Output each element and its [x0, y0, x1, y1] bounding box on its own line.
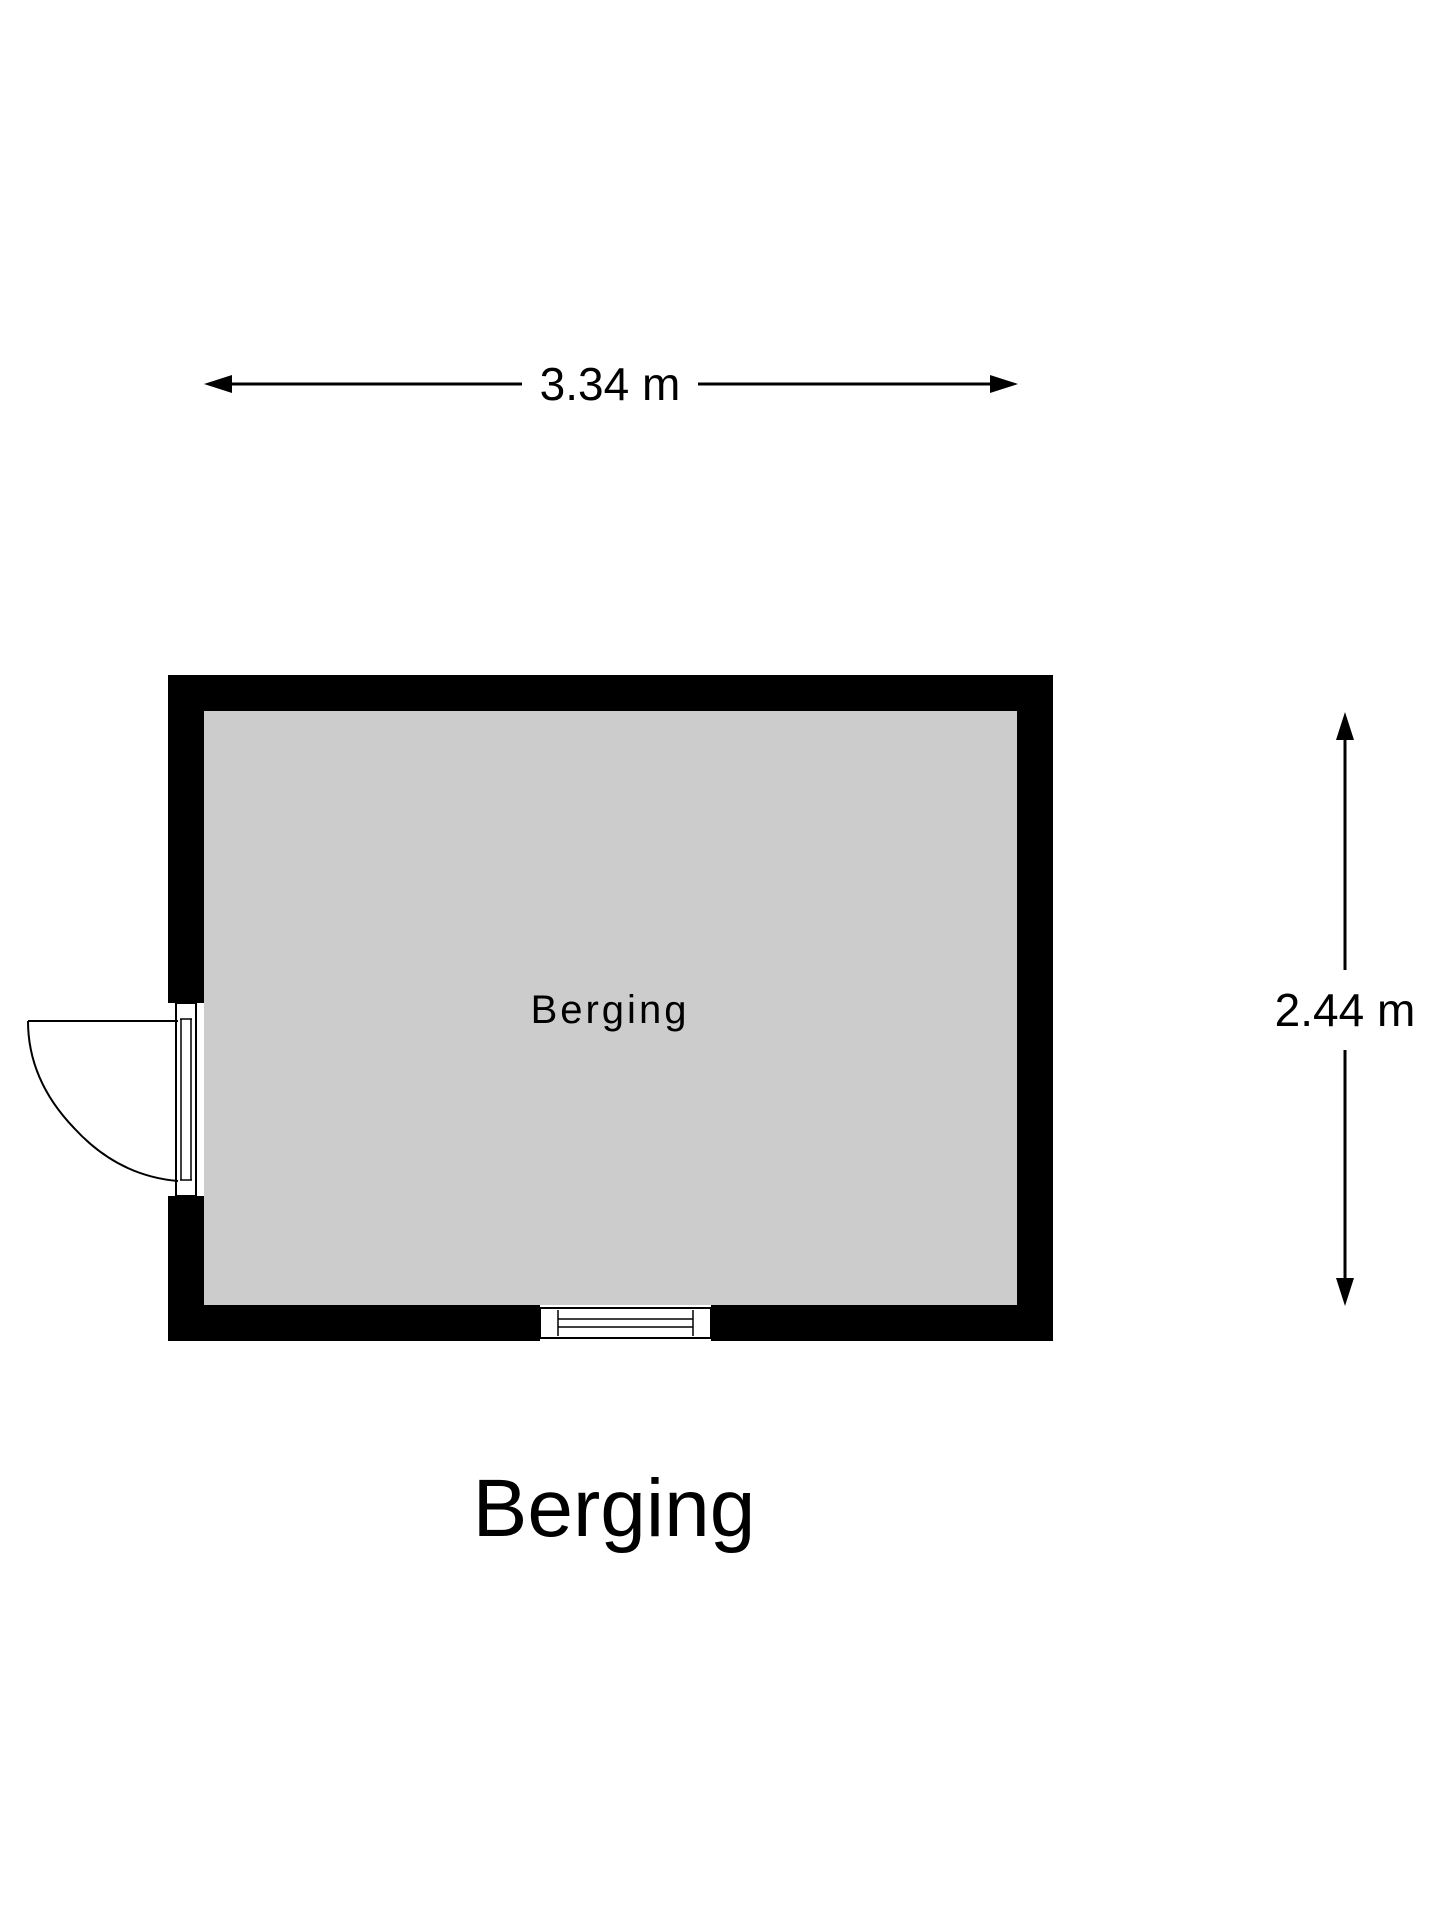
walls: [168, 675, 1053, 1341]
door-swing-icon: [27, 1002, 197, 1197]
width-dimension: 3.34 m: [204, 358, 1018, 410]
plan-title: Berging: [473, 1463, 756, 1554]
height-arrow-up-icon: [1336, 712, 1354, 740]
window-icon: [539, 1307, 712, 1339]
room-label: Berging: [531, 988, 690, 1032]
height-dimension: 2.44 m: [1275, 712, 1416, 1306]
wall-top: [168, 675, 1053, 711]
width-arrow-right-icon: [990, 375, 1018, 393]
door-swing-arc: [27, 1020, 179, 1182]
height-arrow-down-icon: [1336, 1278, 1354, 1306]
window-frame: [539, 1307, 712, 1339]
room-floor: [204, 711, 1017, 1305]
door-frame: [175, 1002, 197, 1197]
wall-bottom-right: [711, 1305, 1053, 1341]
wall-left-upper: [168, 675, 204, 1003]
height-dimension-label: 2.44 m: [1275, 984, 1416, 1036]
wall-right: [1017, 675, 1053, 1341]
wall-bottom-left: [168, 1305, 540, 1341]
width-dimension-label: 3.34 m: [540, 358, 681, 410]
width-arrow-left-icon: [204, 375, 232, 393]
